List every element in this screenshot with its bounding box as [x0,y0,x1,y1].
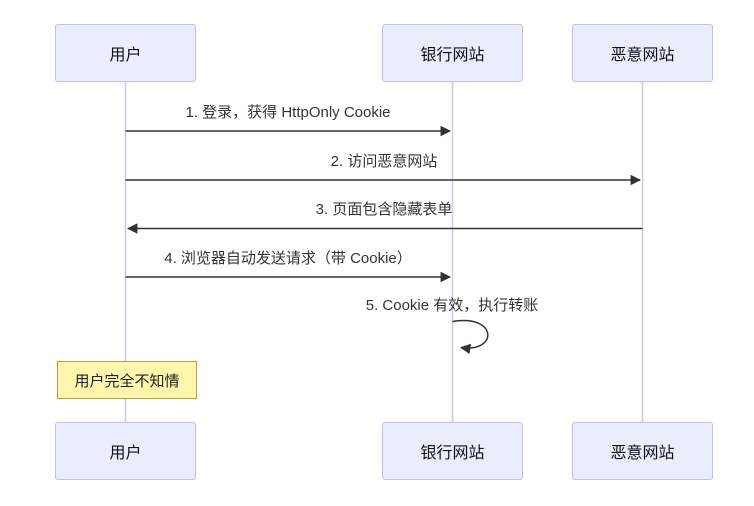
actor-bottom-evil-label: 恶意网站 [610,445,675,462]
actor-bottom-bank: 银行网站 [382,422,523,480]
actor-top-user-label: 用户 [109,47,142,64]
message-label-4: 4. 浏览器自动发送请求（带 Cookie） [164,250,412,267]
actor-bottom-evil: 恶意网站 [572,422,713,480]
message-label-1: 1. 登录，获得 HttpOnly Cookie [185,104,391,121]
note-user-unaware: 用户完全不知情 [57,361,197,399]
actor-top-evil: 恶意网站 [572,24,713,82]
message-self-loop-5 [452,319,489,355]
actor-top-bank: 银行网站 [382,24,523,82]
actor-top-user: 用户 [55,24,196,82]
actor-bottom-user: 用户 [55,422,196,480]
message-label-5: 5. Cookie 有效，执行转账 [365,297,539,314]
actor-bottom-bank-label: 银行网站 [420,445,485,462]
actor-top-evil-label: 恶意网站 [610,47,675,64]
actor-top-bank-label: 银行网站 [420,47,485,64]
message-label-3: 3. 页面包含隐藏表单 [315,201,453,218]
message-label-2: 2. 访问恶意网站 [330,153,438,170]
actor-bottom-user-label: 用户 [109,445,142,462]
note-label: 用户完全不知情 [74,372,180,390]
